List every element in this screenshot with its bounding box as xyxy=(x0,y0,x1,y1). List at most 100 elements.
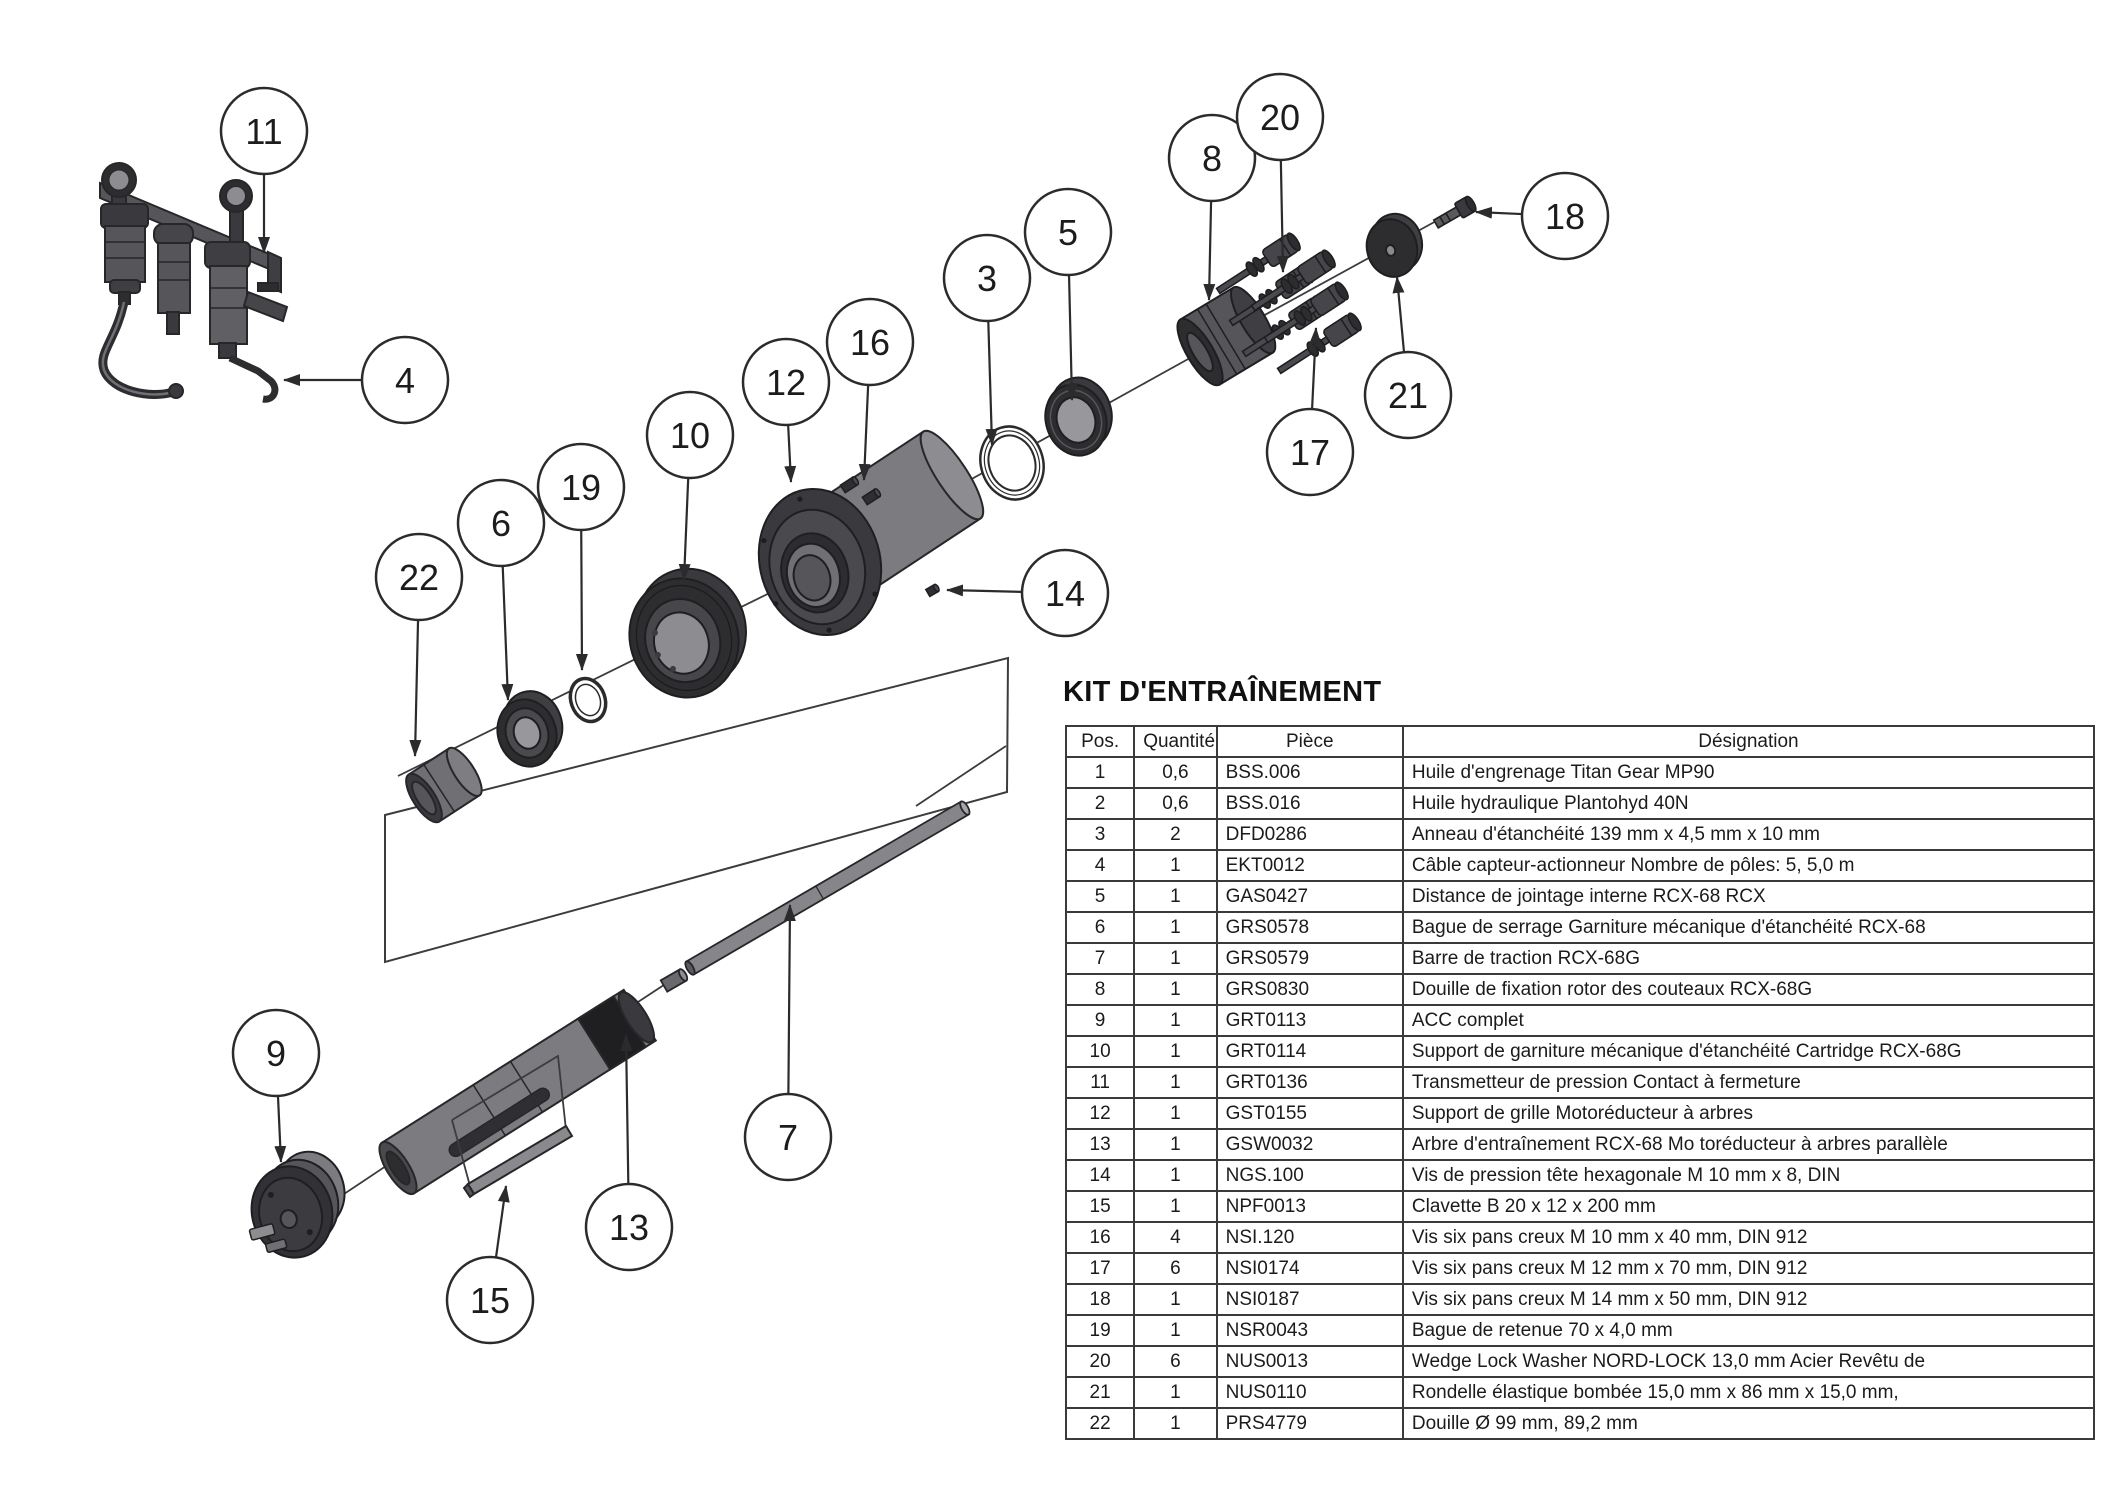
housing-screw-16a xyxy=(839,476,860,494)
cell-qty: 6 xyxy=(1133,1345,1218,1378)
leader-line xyxy=(575,529,588,671)
callout-balloon xyxy=(743,1092,833,1182)
cell-piece: NPF0013 xyxy=(1215,1190,1404,1223)
housing-flange xyxy=(757,487,883,637)
callout-balloon xyxy=(1020,548,1110,638)
cell-pos: 11 xyxy=(1064,1066,1136,1099)
column-header-qty: Quantité xyxy=(1133,725,1218,758)
cell-piece: EKT0012 xyxy=(1215,849,1404,882)
cell-designation: Douille de fixation rotor des couteaux R… xyxy=(1401,973,2096,1006)
cell-pos: 7 xyxy=(1064,942,1136,975)
callout-number: 13 xyxy=(609,1207,649,1248)
callout-balloon xyxy=(1235,72,1325,162)
callout-number: 19 xyxy=(561,467,601,508)
callout-5: 5 xyxy=(1023,187,1113,401)
callout-14: 14 xyxy=(946,548,1110,638)
cell-pos: 10 xyxy=(1064,1035,1136,1068)
callout-number: 6 xyxy=(491,503,511,544)
cell-designation: Support de garniture mécanique d'étanché… xyxy=(1401,1035,2096,1068)
cell-piece: BSS.016 xyxy=(1215,787,1404,820)
cell-designation: Câble capteur-actionneur Nombre de pôles… xyxy=(1401,849,2096,882)
cell-designation: Support de grille Motoréducteur à arbres xyxy=(1401,1097,2096,1130)
column-header-pos: Pos. xyxy=(1064,725,1136,758)
cell-piece: NSI0187 xyxy=(1215,1283,1404,1316)
callout-balloon xyxy=(231,1008,321,1098)
callout-number: 20 xyxy=(1260,97,1300,138)
screw-set xyxy=(1215,232,1362,375)
callout-3: 3 xyxy=(942,233,1032,446)
retaining-ring xyxy=(568,676,608,724)
cell-qty: 1 xyxy=(1133,849,1218,882)
callout-13: 13 xyxy=(584,1034,674,1272)
cell-pos: 12 xyxy=(1064,1097,1136,1130)
cell-qty: 1 xyxy=(1133,1066,1218,1099)
callout-number: 5 xyxy=(1058,212,1078,253)
socket-screw xyxy=(1250,249,1336,312)
callout-balloon xyxy=(741,337,831,427)
cell-designation: Clavette B 20 x 12 x 200 mm xyxy=(1401,1190,2096,1223)
cell-designation: ACC complet xyxy=(1401,1004,2096,1037)
column-header-piece: Pièce xyxy=(1215,725,1404,758)
cell-pos: 1 xyxy=(1064,756,1136,789)
cell-designation: Huile hydraulique Plantohyd 40N xyxy=(1401,787,2096,820)
callout-number: 3 xyxy=(977,258,997,299)
cell-pos: 22 xyxy=(1064,1407,1136,1440)
cell-pos: 2 xyxy=(1064,787,1136,820)
pressure-transmitter-assembly xyxy=(98,162,289,403)
leader-line xyxy=(501,565,514,701)
callout-number: 21 xyxy=(1388,375,1428,416)
leader-line xyxy=(1309,327,1322,410)
cell-pos: 8 xyxy=(1064,973,1136,1006)
bushing xyxy=(405,746,483,824)
key-clavette xyxy=(462,1124,574,1199)
hose xyxy=(98,301,175,399)
cell-pos: 13 xyxy=(1064,1128,1136,1161)
socket-screw xyxy=(1215,232,1301,295)
callout-17: 17 xyxy=(1265,327,1355,497)
hex-screw xyxy=(1432,195,1477,229)
cell-piece: NUS0110 xyxy=(1215,1376,1404,1409)
tie-rod xyxy=(684,800,971,976)
cell-qty: 1 xyxy=(1133,1376,1218,1409)
callout-balloon xyxy=(942,233,1032,323)
cell-qty: 1 xyxy=(1133,1314,1218,1347)
cell-qty: 1 xyxy=(1133,1190,1218,1223)
cell-piece: GRS0579 xyxy=(1215,942,1404,975)
leader-line xyxy=(784,424,797,483)
callout-6: 6 xyxy=(456,478,546,701)
callout-8: 8 xyxy=(1167,113,1257,301)
leader-line xyxy=(678,477,691,581)
cell-piece: DFD0286 xyxy=(1215,818,1404,851)
cell-designation: Vis de pression tête hexagonale M 10 mm … xyxy=(1401,1159,2096,1192)
cell-piece: NGS.100 xyxy=(1215,1159,1404,1192)
cell-designation: Vis six pans creux M 12 mm x 70 mm, DIN … xyxy=(1401,1252,2096,1285)
leader-line xyxy=(274,1095,287,1163)
callout-20: 20 xyxy=(1235,72,1325,273)
leader-line xyxy=(858,384,871,481)
cell-qty: 1 xyxy=(1133,942,1218,975)
cell-qty: 1 xyxy=(1133,1283,1218,1316)
cell-piece: NSI0174 xyxy=(1215,1252,1404,1285)
leader-line xyxy=(409,619,422,757)
callout-balloon xyxy=(1167,113,1257,203)
callout-balloon xyxy=(584,1182,674,1272)
sealing-ring xyxy=(979,425,1045,501)
cell-qty: 1 xyxy=(1133,880,1218,913)
set-screw-14 xyxy=(924,583,940,598)
clamp-ring xyxy=(496,690,564,768)
acc-unit xyxy=(248,1150,346,1259)
page-title: KIT D'ENTRAÎNEMENT xyxy=(1063,676,1382,708)
rod-end-cap xyxy=(659,968,689,993)
callout-balloon xyxy=(825,297,915,387)
